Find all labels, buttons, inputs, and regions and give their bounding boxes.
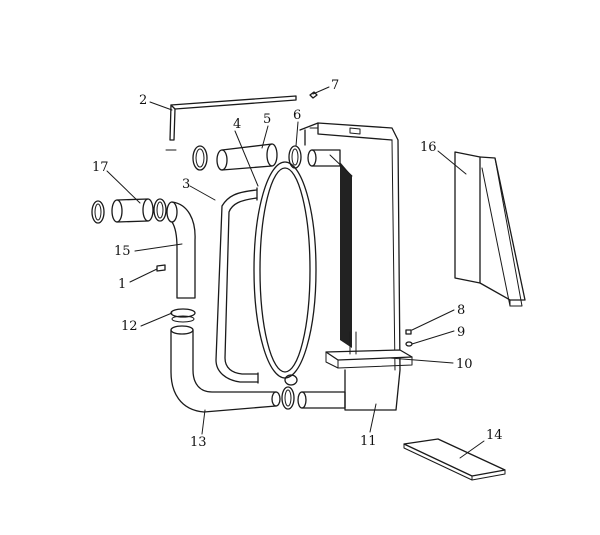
part-11-tank	[299, 122, 401, 411]
part-7-bolt	[309, 91, 318, 99]
part-6-clamp	[288, 145, 302, 169]
label-4: 4	[233, 117, 241, 132]
label-9: 9	[457, 325, 465, 340]
part-14-plate	[403, 438, 506, 481]
bottom-clamp-on-ring	[284, 374, 298, 386]
part-17-clamps	[91, 198, 167, 224]
part-10-bracket	[325, 331, 413, 369]
part-16-panel	[454, 151, 526, 307]
label-2: 2	[139, 93, 147, 108]
label-8: 8	[457, 303, 465, 318]
part-5-hose	[216, 143, 278, 171]
lower-outlet-fitting	[297, 391, 346, 409]
label-16: 16	[420, 140, 437, 155]
label-1: 1	[118, 277, 126, 292]
radiator-core	[329, 154, 353, 348]
part-2-rod	[165, 95, 297, 151]
label-15: 15	[114, 244, 131, 259]
part-13-hose	[170, 325, 281, 413]
part-4-clamp	[192, 145, 208, 171]
label-3: 3	[182, 177, 190, 192]
label-10: 10	[456, 357, 473, 372]
gasket-ring	[253, 161, 317, 379]
part-12-clamp	[170, 308, 196, 323]
part-15-elbow-hose	[166, 201, 196, 299]
part-3-pipe	[215, 187, 259, 384]
label-13: 13	[190, 435, 207, 450]
part-1-clip	[156, 264, 166, 272]
part-8-bolt	[405, 329, 412, 335]
label-14: 14	[486, 428, 503, 443]
label-5: 5	[263, 112, 271, 127]
lower-clamp	[281, 386, 295, 410]
label-17: 17	[92, 160, 109, 175]
part-9-washer	[405, 341, 413, 347]
label-6: 6	[293, 108, 301, 123]
callout-labels: 2 7 4 5 6 3 17 16 15 1 8 12 9 10 13 11 1…	[92, 78, 503, 450]
leader-lines	[106, 86, 485, 459]
label-12: 12	[121, 319, 138, 334]
upper-inlet-fitting	[307, 149, 341, 167]
label-11: 11	[360, 434, 377, 449]
label-7: 7	[331, 78, 339, 93]
part-17-hose	[111, 198, 154, 223]
